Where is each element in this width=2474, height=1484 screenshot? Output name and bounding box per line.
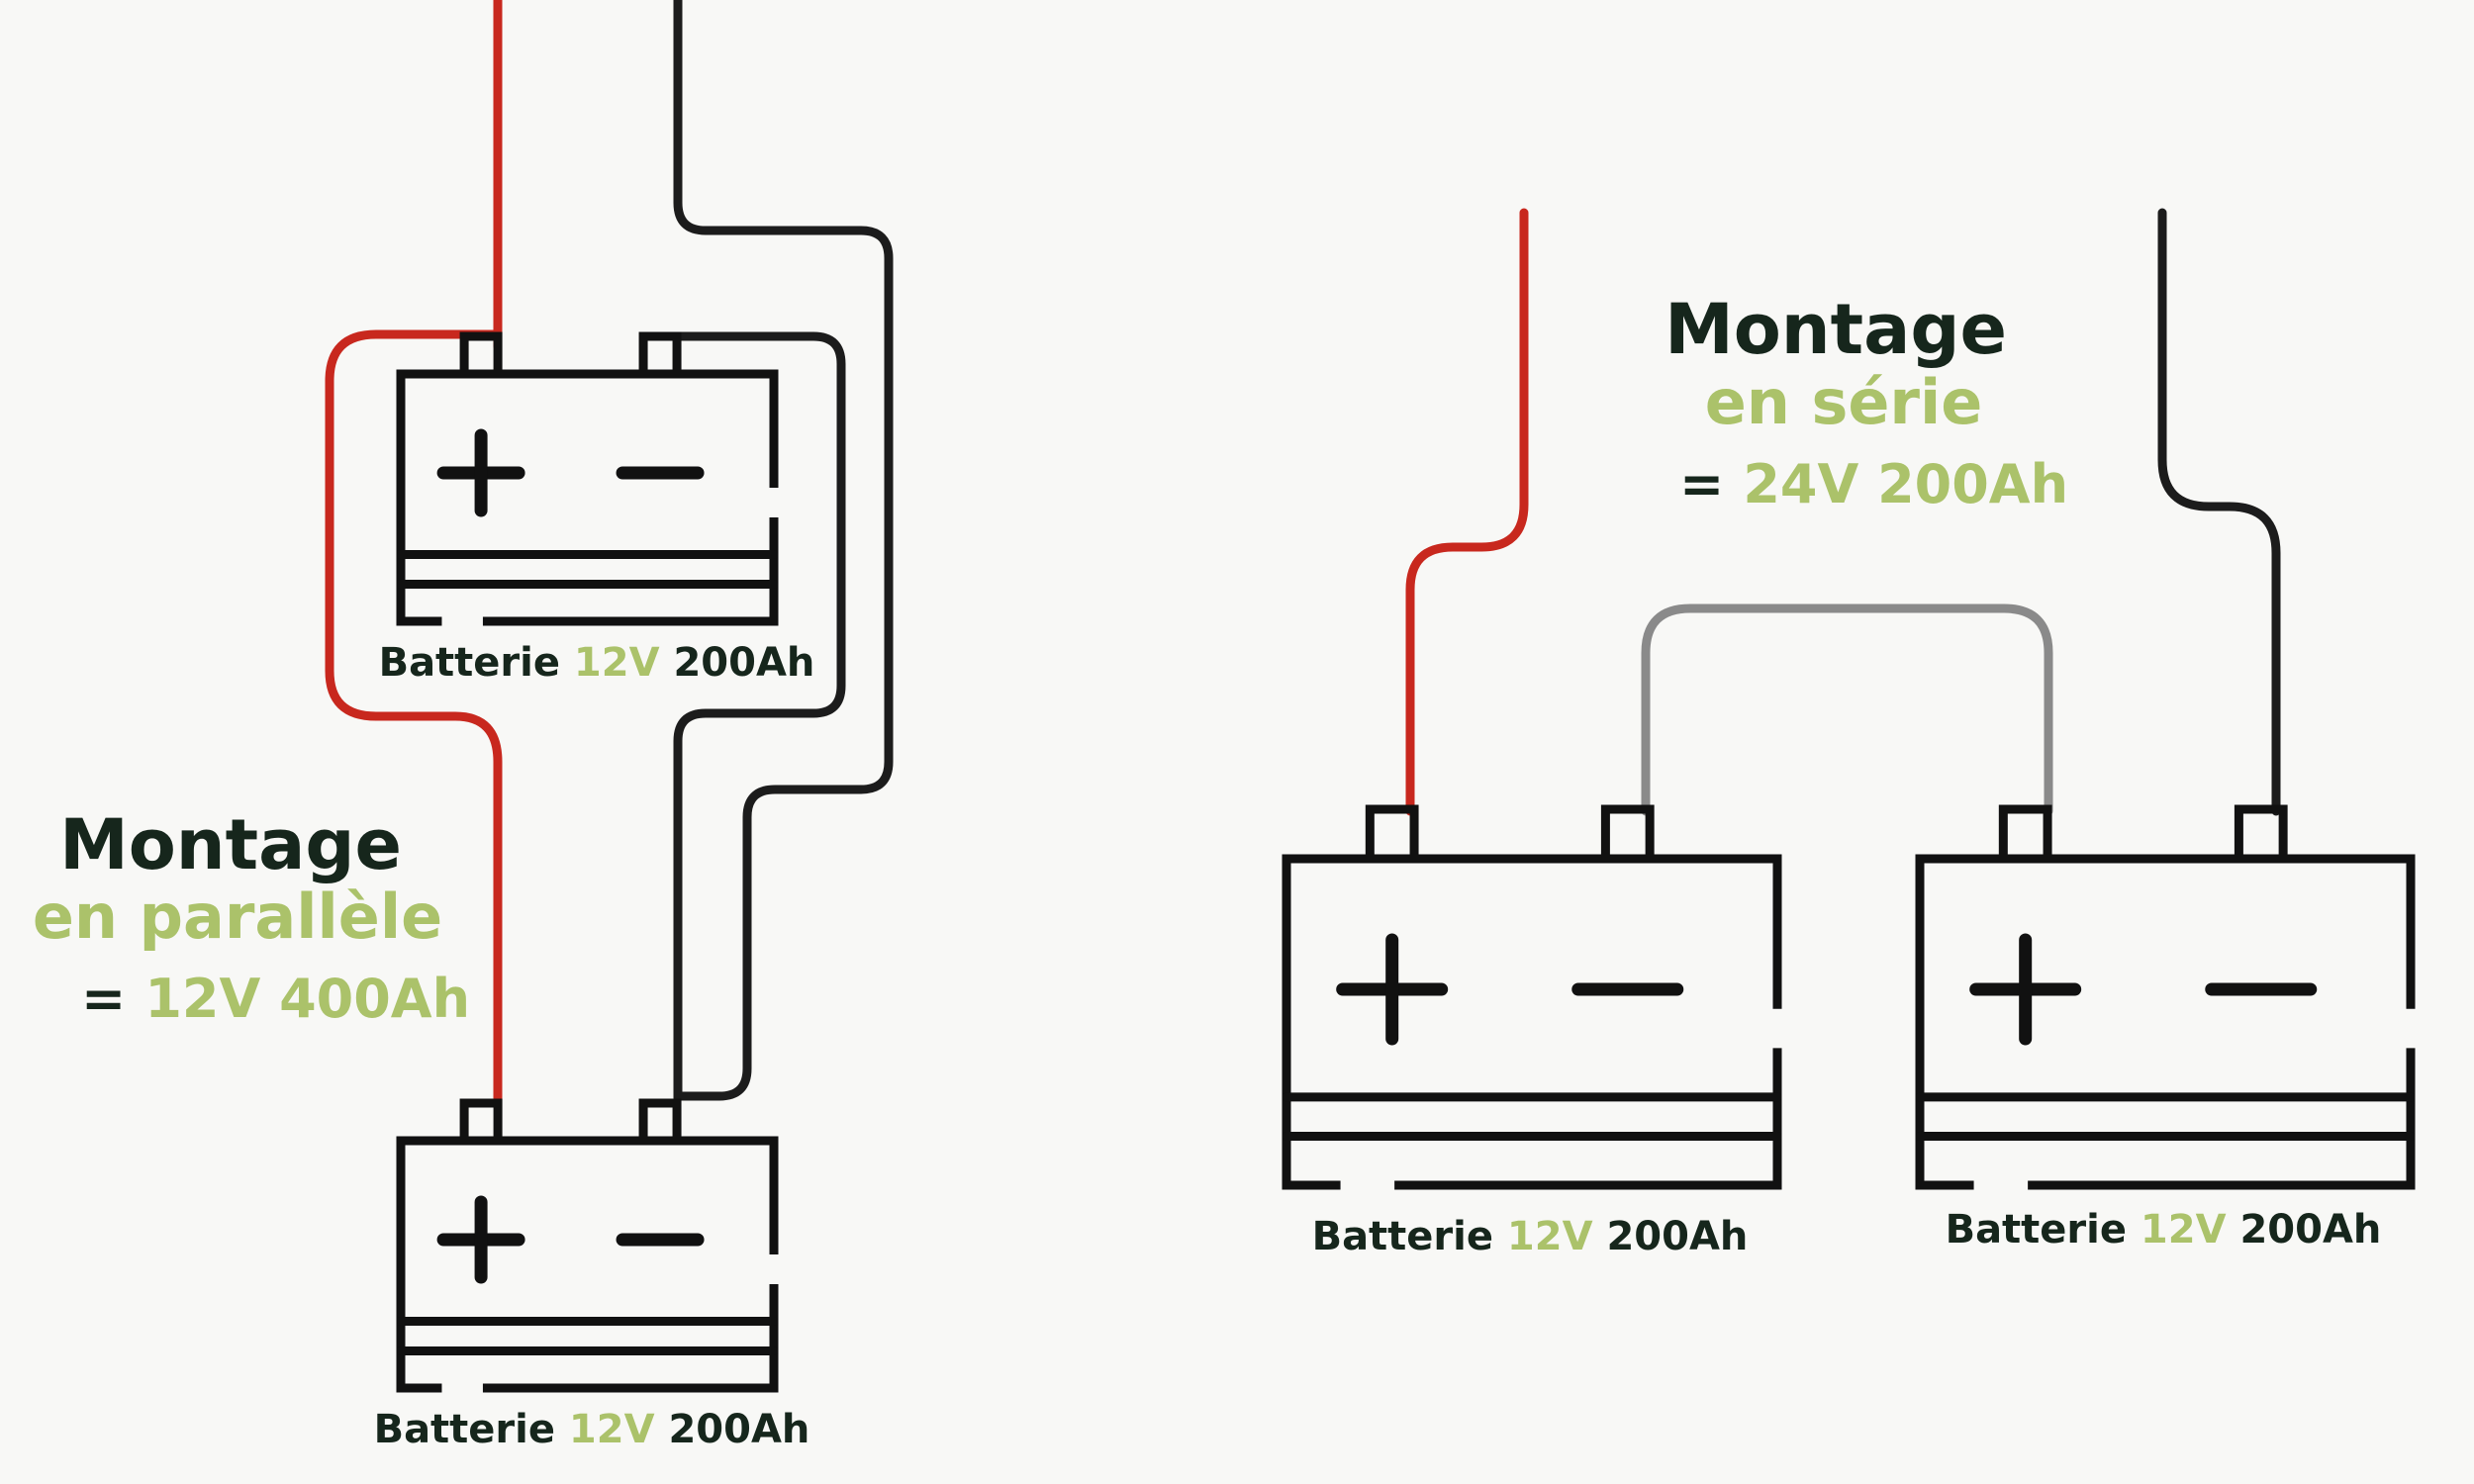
- parallel-result-value: 12V 400Ah: [144, 968, 470, 1030]
- series-battery-1: Batterie 12V 200Ah: [1282, 804, 1782, 1259]
- parallel-title: Montage: [59, 804, 402, 885]
- series-battery-2-label: Batterie 12V 200Ah: [1946, 1207, 2382, 1252]
- series-link-wire: [1641, 603, 2053, 816]
- series-battery-2-negative-terminal: [2234, 804, 2288, 864]
- parallel-negative-link-wire: [673, 331, 846, 1103]
- parallel-battery-1-label: Batterie 12V 200Ah: [379, 640, 815, 686]
- battery-voltage: 12V: [1507, 1214, 1593, 1259]
- battery-capacity: 200Ah: [660, 640, 815, 686]
- parallel-battery-2-label: Batterie 12V 200Ah: [374, 1407, 810, 1452]
- battery-capacity: 200Ah: [1593, 1214, 1749, 1259]
- series-negative-wire: [2157, 208, 2281, 816]
- plus-icon: [436, 428, 525, 517]
- battery-label-prefix: Batterie: [1946, 1207, 2141, 1252]
- parallel-positive-link-wire: [325, 329, 503, 1103]
- series-result: = 24V 200Ah: [1679, 453, 2068, 515]
- series-result-value: 24V 200Ah: [1743, 453, 2068, 515]
- series-result-prefix: =: [1679, 453, 1724, 515]
- series-battery-2: Batterie 12V 200Ah: [1915, 804, 2416, 1252]
- series-subtitle: en série: [1705, 366, 1983, 438]
- series-title: Montage: [1665, 289, 2007, 370]
- battery-capacity: 200Ah: [655, 1407, 810, 1452]
- series-wiring: [1405, 208, 2281, 816]
- parallel-battery-2-body-right: [482, 1284, 779, 1393]
- parallel-battery-1-negative-terminal: [638, 331, 682, 379]
- plus-icon: [1336, 933, 1449, 1046]
- parallel-negative-main-wire: [673, 0, 894, 1101]
- battery-voltage: 12V: [569, 1407, 655, 1452]
- battery-label-prefix: Batterie: [1312, 1214, 1507, 1259]
- parallel-subtitle: en parallèle: [33, 881, 442, 953]
- parallel-result-prefix: =: [81, 968, 126, 1030]
- parallel-battery-2: Batterie 12V 200Ah: [374, 1098, 810, 1452]
- plus-icon: [1969, 933, 2082, 1046]
- series-battery-1-negative-terminal: [1600, 804, 1655, 864]
- parallel-result: = 12V 400Ah: [81, 968, 470, 1030]
- battery-label-prefix: Batterie: [379, 640, 574, 686]
- series-battery-2-positive-terminal: [1998, 804, 2052, 864]
- series-battery-1-label: Batterie 12V 200Ah: [1312, 1214, 1749, 1259]
- series-positive-wire: [1405, 208, 1529, 816]
- parallel-wiring: [325, 0, 894, 1103]
- parallel-battery-1: Batterie 12V 200Ah: [379, 331, 815, 686]
- battery-capacity: 200Ah: [2227, 1207, 2382, 1252]
- series-battery-1-positive-terminal: [1365, 804, 1419, 864]
- parallel-battery-2-negative-terminal: [638, 1098, 682, 1146]
- series-battery-1-body: [1282, 854, 1782, 1190]
- parallel-battery-1-body-right: [482, 517, 779, 626]
- battery-label-prefix: Batterie: [374, 1407, 569, 1452]
- series-battery-1-body-right: [1394, 1048, 1782, 1190]
- parallel-battery-1-positive-terminal: [459, 331, 503, 379]
- series-battery-2-body: [1915, 854, 2416, 1190]
- parallel-battery-1-body: [396, 369, 779, 626]
- battery-voltage: 12V: [2141, 1207, 2227, 1252]
- series-battery-2-body-right: [2028, 1048, 2416, 1190]
- parallel-battery-2-positive-terminal: [459, 1098, 503, 1146]
- plus-icon: [436, 1195, 525, 1284]
- parallel-battery-2-body: [396, 1136, 779, 1393]
- battery-voltage: 12V: [574, 640, 660, 686]
